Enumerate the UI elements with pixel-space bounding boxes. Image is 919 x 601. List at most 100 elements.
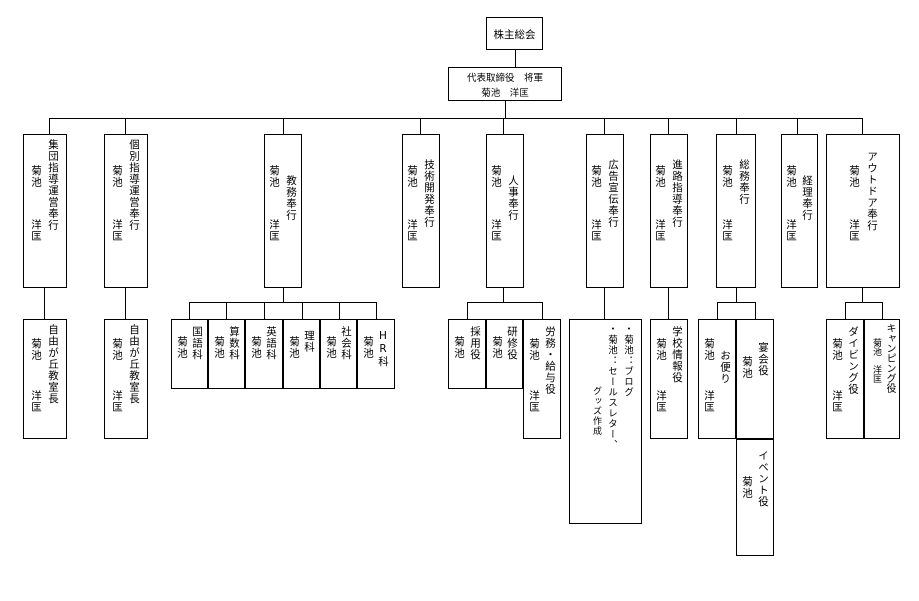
connector bbox=[467, 302, 468, 319]
connector bbox=[125, 288, 126, 319]
pr-tasks-box: ・菊池：ブログ ・菊池：セールスレター、 グッズ作成 bbox=[569, 319, 642, 524]
sub-label: 採用役 bbox=[469, 326, 481, 361]
connector bbox=[862, 288, 863, 302]
dept-label: 人事奉行 bbox=[507, 175, 519, 221]
connector bbox=[882, 302, 883, 319]
sub-label: 国語科 bbox=[191, 326, 203, 361]
connector bbox=[845, 302, 846, 319]
connector bbox=[264, 302, 265, 319]
party-box: 宴会役 菊池 bbox=[736, 319, 774, 439]
name-label: 菊池 bbox=[111, 165, 123, 188]
name-label: 菊池 bbox=[741, 356, 753, 379]
pr-blog-label: ・菊池：ブログ bbox=[622, 324, 633, 398]
connector bbox=[505, 101, 506, 118]
sub-label: 自由が丘教室長 bbox=[128, 324, 140, 405]
name-label: 菊池 bbox=[741, 476, 753, 499]
connector bbox=[604, 288, 605, 319]
name-label: 菊池 bbox=[785, 165, 797, 188]
shareholders-label: 株主総会 bbox=[493, 29, 536, 41]
sub-label: 宴会役 bbox=[757, 342, 769, 377]
dept-tech-box: 技術開発奉行 菊池 洋匡 bbox=[402, 134, 440, 288]
dept-group-box: 集団指導運営奉行 菊池 洋匡 bbox=[23, 134, 67, 288]
name-label: 菊池 bbox=[250, 336, 262, 359]
name-label: 菊池 bbox=[111, 338, 123, 361]
connector bbox=[189, 302, 376, 303]
connector bbox=[44, 288, 45, 319]
dept-label: 経理奉行 bbox=[801, 175, 813, 221]
name-label: 洋匡 bbox=[848, 219, 860, 242]
name-label: 洋匡 bbox=[831, 390, 843, 413]
connector bbox=[736, 288, 737, 302]
connector bbox=[755, 302, 756, 319]
pr-goods-label: グッズ作成 bbox=[591, 386, 601, 436]
dept-hr-box: 人事奉行 菊池 洋匡 bbox=[486, 134, 524, 288]
dept-outdoor-box: アウトドア奉行 菊池 洋匡 bbox=[826, 134, 900, 288]
name-label: 洋匡 bbox=[111, 219, 123, 242]
sub-label: 研修役 bbox=[506, 326, 518, 361]
name-label: 洋匡 bbox=[30, 390, 42, 413]
connector bbox=[604, 118, 605, 134]
dept-accounting-box: 経理奉行 菊池 洋匡 bbox=[781, 134, 818, 288]
connector bbox=[283, 288, 284, 302]
connector bbox=[668, 288, 669, 319]
sub-label: 社会科 bbox=[340, 326, 352, 361]
dept-general-box: 総務奉行 菊池 洋匡 bbox=[716, 134, 756, 288]
name-label: 菊池 bbox=[213, 336, 225, 359]
sub-label: キャンピング役 bbox=[884, 323, 895, 393]
president-box: 代表取締役 将軍 菊池 洋匡 bbox=[448, 67, 562, 101]
sub-label: ダイビング役 bbox=[847, 326, 859, 395]
sub-label: HR科 bbox=[377, 330, 389, 368]
sub-label: 英語科 bbox=[265, 326, 277, 361]
dept-label: 個別指導運営奉行 bbox=[128, 139, 140, 231]
dept-academic-box: 教務奉行 菊池 洋匡 bbox=[264, 134, 302, 288]
science-box: 理科 菊池 bbox=[283, 319, 320, 389]
school-info-box: 学校情報役 菊池 洋匡 bbox=[650, 319, 688, 439]
event-box: イベント役 菊池 bbox=[736, 439, 774, 556]
name-label: 菊池 bbox=[721, 165, 733, 188]
dept-pr-box: 広告宣伝奉行 菊池 洋匡 bbox=[586, 134, 624, 288]
connector bbox=[717, 302, 718, 319]
mail-box: お便り 菊池 洋匡 bbox=[698, 319, 736, 439]
shareholders-box: 株主総会 bbox=[486, 17, 543, 50]
connector bbox=[226, 302, 227, 319]
name-label: 洋匡 bbox=[111, 390, 123, 413]
name-label: 洋匡 bbox=[721, 219, 733, 242]
dept-individual-box: 個別指導運営奉行 菊池 洋匡 bbox=[104, 134, 148, 288]
connector bbox=[420, 118, 421, 134]
pr-sales-label: ・菊池：セールスレター、 bbox=[606, 324, 617, 450]
name-label: 菊池 bbox=[590, 165, 602, 188]
training-box: 研修役 菊池 bbox=[486, 319, 523, 389]
connector bbox=[339, 302, 340, 319]
hr-course-box: HR科 菊池 bbox=[357, 319, 395, 389]
connector bbox=[503, 118, 504, 134]
dept-label: 広告宣伝奉行 bbox=[607, 159, 619, 228]
name-label: 菊池 bbox=[325, 336, 337, 359]
name-label: 洋匡 bbox=[590, 219, 602, 242]
name-label: 洋匡 bbox=[655, 390, 667, 413]
president-name: 菊池 洋匡 bbox=[481, 88, 529, 99]
connector bbox=[189, 302, 190, 319]
sub-label: 算数科 bbox=[228, 326, 240, 361]
name-label: 洋匡 bbox=[30, 219, 42, 242]
name-label: 菊池 bbox=[654, 165, 666, 188]
name-label: 洋匡 bbox=[528, 390, 540, 413]
name-label: 菊池 bbox=[848, 165, 860, 188]
dept-career-box: 進路指導奉行 菊池 洋匡 bbox=[650, 134, 688, 288]
sub-label: 労務・給与役 bbox=[544, 326, 556, 395]
dept-label: 総務奉行 bbox=[738, 159, 750, 205]
social-box: 社会科 菊池 bbox=[320, 319, 357, 389]
sub-label: 理科 bbox=[303, 330, 315, 353]
connector bbox=[515, 50, 516, 68]
connector bbox=[717, 302, 755, 303]
name-label: 菊池 bbox=[491, 336, 503, 359]
sub-label: 学校情報役 bbox=[671, 326, 683, 384]
connector bbox=[125, 118, 126, 134]
recruit-box: 採用役 菊池 bbox=[448, 319, 486, 389]
dept-label: 技術開発奉行 bbox=[423, 159, 435, 228]
name-label: 菊池 bbox=[453, 336, 465, 359]
sub-label: お便り bbox=[719, 350, 731, 385]
name-label: 菊池 bbox=[655, 338, 667, 361]
name-label: 菊池 bbox=[362, 336, 374, 359]
name-label: 洋匡 bbox=[268, 219, 280, 242]
name-label: 菊池 洋匡 bbox=[871, 338, 881, 383]
